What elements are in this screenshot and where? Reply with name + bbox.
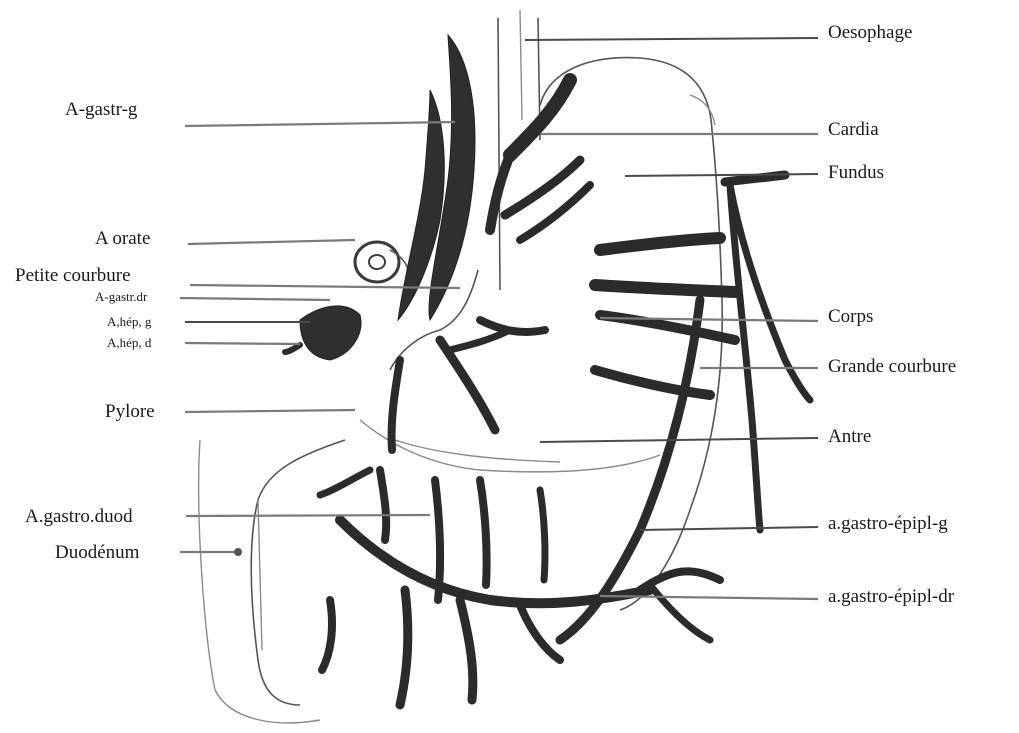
- fundus-vessels: [725, 175, 810, 530]
- pylorus-ring: [355, 242, 410, 300]
- antrum-vessels: [285, 306, 510, 450]
- label-a-gastr-dr: A-gastr.dr: [95, 290, 147, 303]
- label-grande-courbure: Grande courbure: [828, 357, 956, 376]
- label-cardia: Cardia: [828, 120, 879, 139]
- label-pylore: Pylore: [105, 402, 155, 421]
- label-duodenum: Duodénum: [55, 543, 139, 562]
- left-gastric-artery: [398, 35, 475, 320]
- label-fundus: Fundus: [828, 163, 884, 182]
- label-a-orate: A orate: [95, 229, 150, 248]
- label-a-hep-g: A,hép, g: [107, 315, 151, 328]
- label-a-hep-d: A,hép, d: [107, 336, 151, 349]
- label-petite-courbure: Petite courbure: [15, 266, 131, 285]
- label-a-gastro-epipl-g: a.gastro-épipl-g: [828, 514, 948, 533]
- leader-lines-right: [525, 38, 818, 599]
- duodenum-outline: [199, 440, 345, 723]
- omental-branches: [320, 470, 560, 705]
- gastro-epiploic-arcade: [340, 300, 720, 640]
- label-a-gastro-epipl-dr: a.gastro-épipl-dr: [828, 587, 954, 606]
- label-antre: Antre: [828, 427, 871, 446]
- label-oesophage: Oesophage: [828, 23, 912, 42]
- label-a-gastro-duod: A.gastro.duod: [25, 507, 133, 526]
- label-a-gastr-g: A-gastr-g: [65, 100, 137, 119]
- label-corps: Corps: [828, 307, 873, 326]
